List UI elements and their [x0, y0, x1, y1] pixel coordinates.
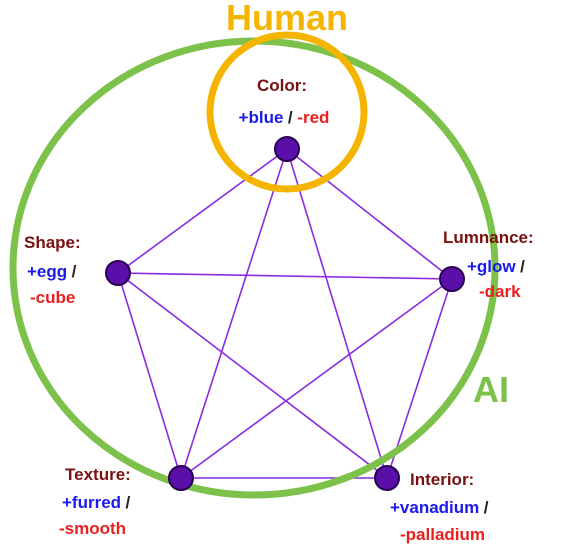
texture-positive: +furred: [62, 493, 121, 512]
node-texture: [168, 465, 194, 491]
edge-color-interior: [286, 148, 388, 479]
edge-color-texture: [180, 148, 288, 479]
color-separator: /: [288, 108, 297, 127]
color-title: Color:: [257, 76, 307, 95]
texture-title: Texture:: [65, 465, 131, 484]
human-ring: [206, 31, 368, 193]
interior-values: +vanadium /: [390, 498, 489, 517]
graph-edges: [117, 148, 453, 479]
edge-luminance-shape: [117, 272, 453, 280]
edge-luminance-interior: [386, 278, 453, 479]
luminance-label: Lumnance: +glow / -dark: [443, 228, 534, 301]
ai-label: AI: [473, 369, 509, 410]
texture-label: Texture: +furred / -smooth: [59, 465, 131, 538]
interior-label: Interior: +vanadium / -palladium: [390, 470, 489, 544]
luminance-values: +glow /: [467, 257, 525, 276]
color-label: Color: +blue / -red: [239, 76, 330, 127]
graph-nodes: [105, 136, 465, 491]
interior-positive: +vanadium: [390, 498, 479, 517]
luminance-negative: -dark: [479, 282, 521, 301]
luminance-positive: +glow: [467, 257, 516, 276]
shape-positive: +egg: [27, 262, 67, 281]
node-luminance: [439, 266, 465, 292]
edge-luminance-texture: [180, 278, 453, 479]
color-negative: -red: [297, 108, 329, 127]
luminance-separator: /: [520, 257, 525, 276]
interior-title: Interior:: [410, 470, 474, 489]
color-values: +blue / -red: [239, 108, 330, 127]
luminance-title: Lumnance:: [443, 228, 534, 247]
node-shape: [105, 260, 131, 286]
edge-texture-shape: [117, 272, 182, 479]
shape-separator: /: [72, 262, 77, 281]
human-label: Human: [226, 0, 348, 38]
shape-title: Shape:: [24, 233, 81, 252]
texture-values: +furred /: [62, 493, 131, 512]
shape-values: +egg /: [27, 262, 77, 281]
edge-interior-shape: [117, 272, 388, 479]
texture-separator: /: [126, 493, 131, 512]
edge-color-shape: [117, 148, 288, 274]
shape-label: Shape: +egg / -cube: [24, 233, 81, 307]
interior-separator: /: [484, 498, 489, 517]
interior-negative: -palladium: [400, 525, 485, 544]
shape-negative: -cube: [30, 288, 75, 307]
edge-color-luminance: [286, 148, 453, 280]
texture-negative: -smooth: [59, 519, 126, 538]
node-color: [274, 136, 300, 162]
node-interior: [374, 465, 400, 491]
color-positive: +blue: [239, 108, 284, 127]
